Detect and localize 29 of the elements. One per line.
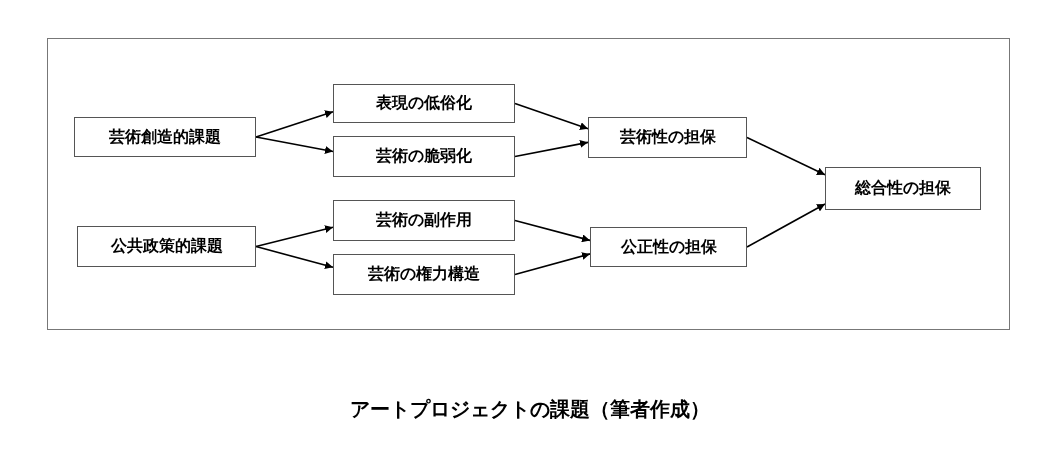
box-label: 芸術の副作用 — [376, 210, 472, 231]
box-label: 芸術性の担保 — [619, 127, 716, 148]
arrow — [514, 102, 589, 130]
process-box — [333, 254, 515, 295]
arrow — [514, 139, 589, 158]
arrow — [255, 110, 334, 138]
process-box — [333, 84, 515, 123]
box-label: 芸術の脆弱化 — [376, 146, 472, 167]
process-box — [825, 167, 981, 210]
box-label: 芸術創造的課題 — [109, 126, 221, 148]
arrow — [255, 245, 334, 270]
process-box — [333, 136, 515, 177]
arrow — [746, 203, 826, 248]
process-box — [590, 227, 747, 267]
box-label: 表現の低俗化 — [376, 93, 472, 114]
caption: アートプロジェクトの課題（筆者作成） — [350, 397, 710, 421]
arrow — [514, 252, 591, 276]
arrow — [746, 136, 826, 176]
box-label: 総合性の担保 — [855, 178, 951, 199]
arrow — [514, 219, 591, 243]
arrow — [255, 136, 334, 154]
box-label: 公共政策的課題 — [110, 236, 223, 257]
arrow — [255, 225, 334, 248]
box-label: 芸術の権力構造 — [368, 264, 480, 285]
process-box — [588, 117, 747, 158]
process-box — [77, 226, 256, 267]
process-box — [74, 117, 256, 157]
box-label: 公正性の担保 — [620, 236, 717, 258]
process-box — [333, 200, 515, 241]
